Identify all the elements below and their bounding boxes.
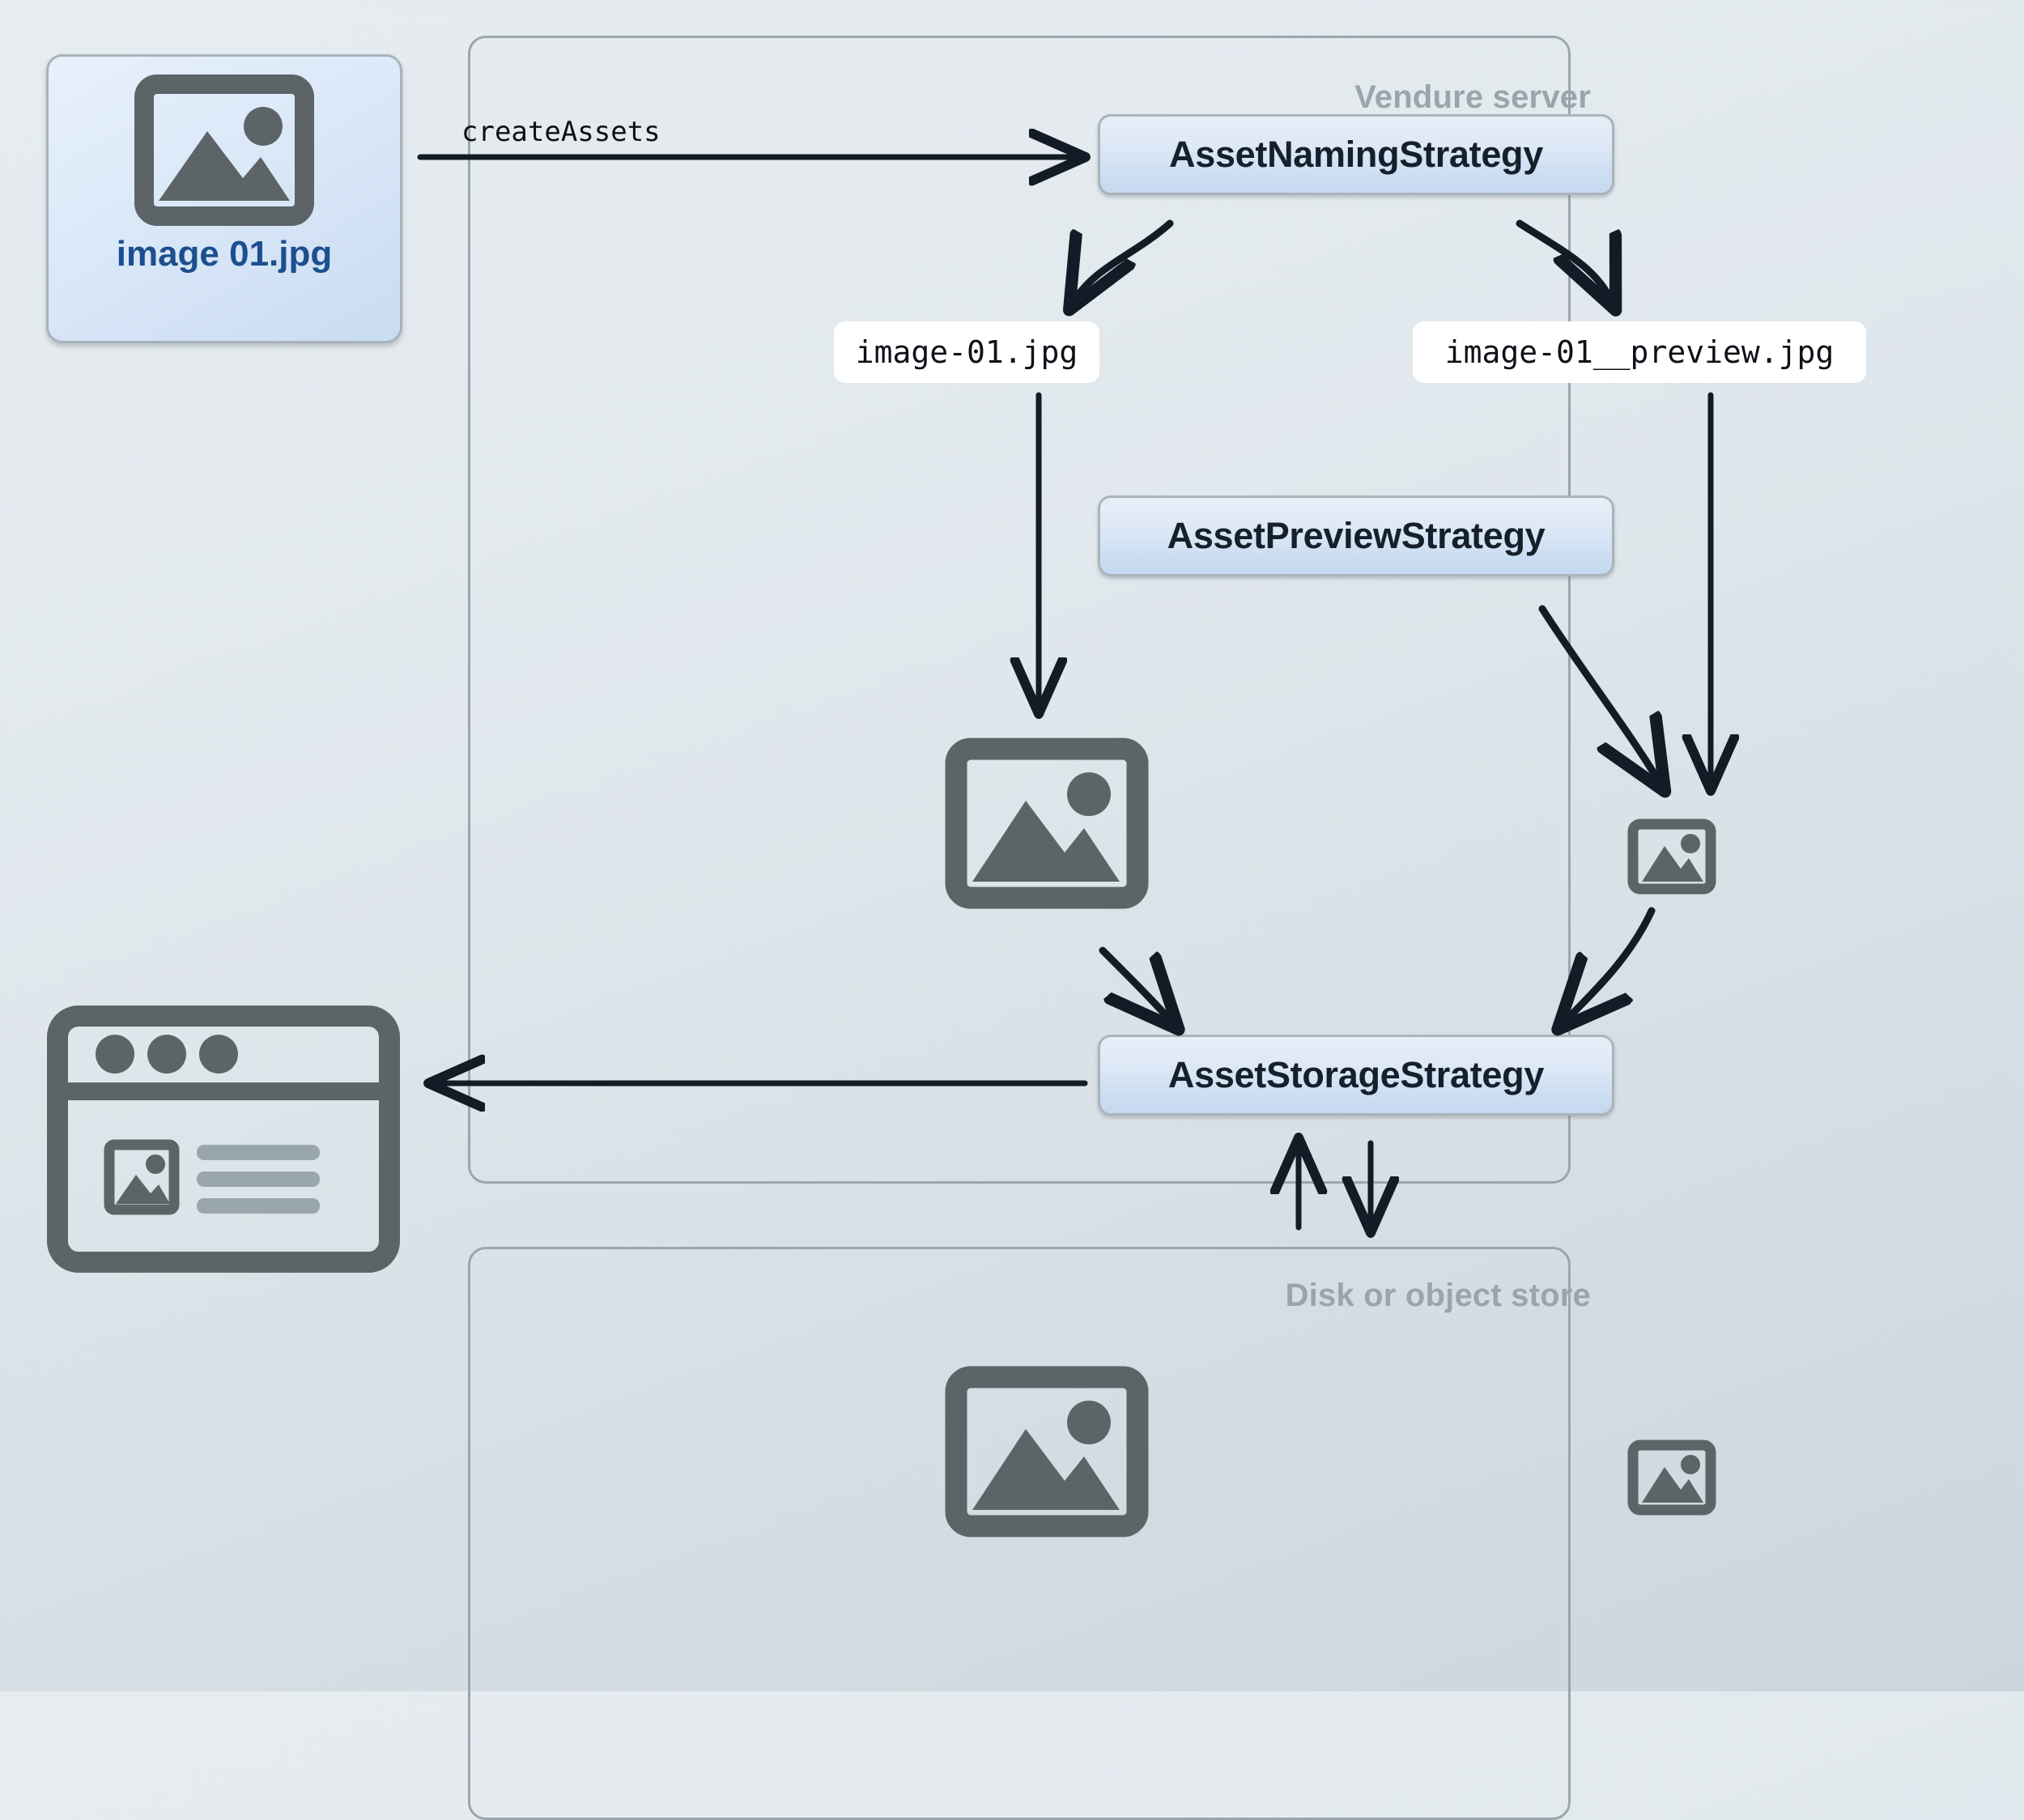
asset-preview-strategy-box[interactable]: AssetPreviewStrategy — [1098, 495, 1614, 576]
group-vendure-server-label: Vendure server — [1354, 79, 1591, 115]
server-preview-image-icon — [1627, 819, 1716, 895]
group-disk-or-object-store-label: Disk or object store — [1285, 1278, 1591, 1313]
server-full-image-icon — [945, 738, 1149, 909]
group-vendure-server — [468, 36, 1571, 1184]
edge-label-create-assets: createAssets — [461, 116, 661, 148]
source-filename-chip: image-01.jpg — [834, 321, 1099, 383]
source-asset-card[interactable]: image 01.jpg — [46, 54, 402, 343]
browser-window-icon — [47, 1006, 400, 1273]
image-icon — [134, 74, 314, 226]
stored-preview-image-icon — [1627, 1439, 1716, 1516]
asset-storage-strategy-box[interactable]: AssetStorageStrategy — [1098, 1035, 1614, 1116]
stored-full-image-icon — [945, 1366, 1149, 1537]
asset-naming-strategy-box[interactable]: AssetNamingStrategy — [1098, 114, 1614, 195]
edge-preview-image-to-storage-strategy — [1563, 907, 1656, 1024]
preview-filename-chip: image-01__preview.jpg — [1413, 321, 1866, 383]
source-asset-label: image 01.jpg — [116, 234, 333, 274]
diagram-canvas: Vendure server Disk or object store imag… — [46, 36, 1866, 1820]
